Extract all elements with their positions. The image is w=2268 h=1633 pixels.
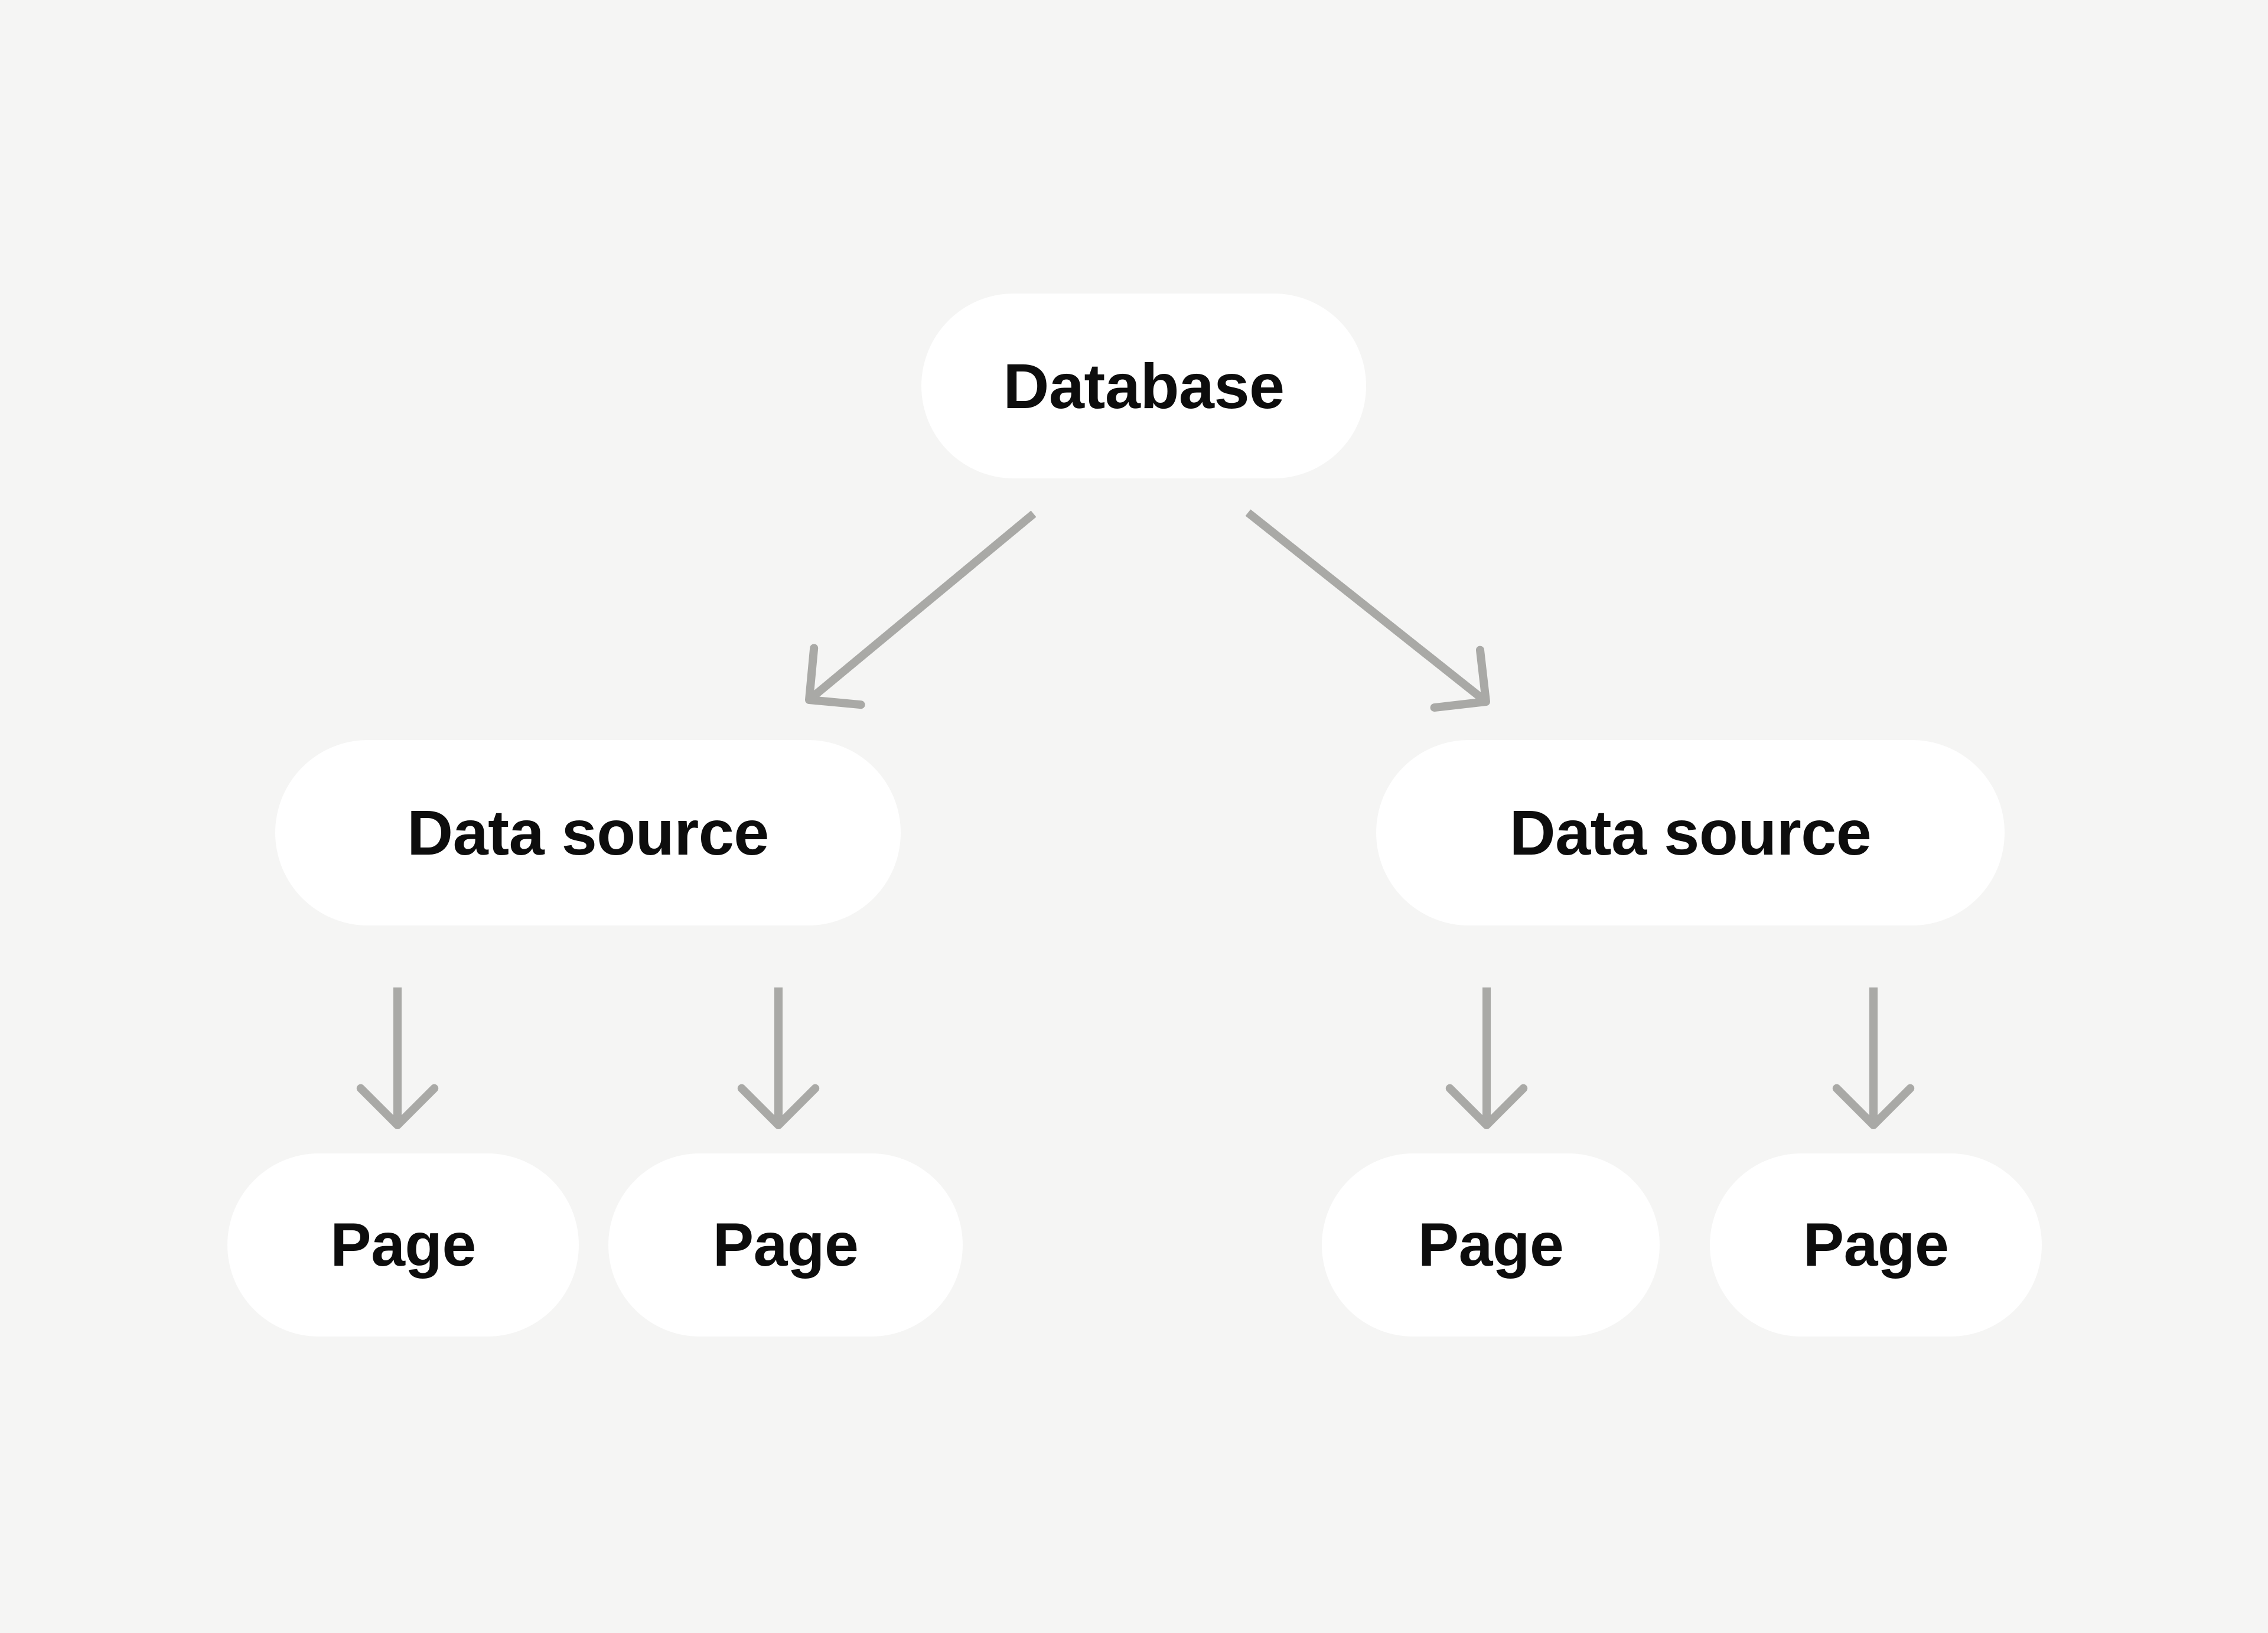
arrow-head [805, 644, 865, 709]
node-label: Page [712, 1211, 859, 1279]
arrow-datasource-1-to-page-1 [356, 987, 439, 1129]
arrow-shaft [806, 510, 1037, 703]
arrow-database-to-datasource-2 [1245, 509, 1490, 712]
node-label: Page [1803, 1211, 1949, 1279]
arrow-head [1430, 646, 1490, 712]
node-datasource-2[interactable]: Data source [1376, 740, 2005, 925]
arrow-head [1832, 1084, 1915, 1129]
node-database[interactable]: Database [921, 294, 1366, 478]
node-label: Data source [407, 797, 769, 868]
node-page-4[interactable]: Page [1710, 1153, 2042, 1337]
node-page-1[interactable]: Page [227, 1153, 579, 1337]
arrow-head [356, 1084, 439, 1129]
node-label: Page [1418, 1211, 1564, 1279]
node-datasource-1[interactable]: Data source [275, 740, 901, 925]
arrow-shaft [1245, 509, 1489, 705]
arrow-datasource-2-to-page-3 [1445, 987, 1528, 1129]
node-label: Database [1003, 350, 1285, 422]
arrow-head [1445, 1084, 1528, 1129]
node-label: Page [330, 1211, 476, 1279]
node-page-2[interactable]: Page [608, 1153, 963, 1337]
node-label: Data source [1509, 797, 1872, 868]
node-page-3[interactable]: Page [1322, 1153, 1660, 1337]
arrow-datasource-1-to-page-2 [737, 987, 820, 1129]
arrow-database-to-datasource-1 [805, 510, 1037, 709]
arrow-datasource-2-to-page-4 [1832, 987, 1915, 1129]
arrow-head [737, 1084, 820, 1129]
